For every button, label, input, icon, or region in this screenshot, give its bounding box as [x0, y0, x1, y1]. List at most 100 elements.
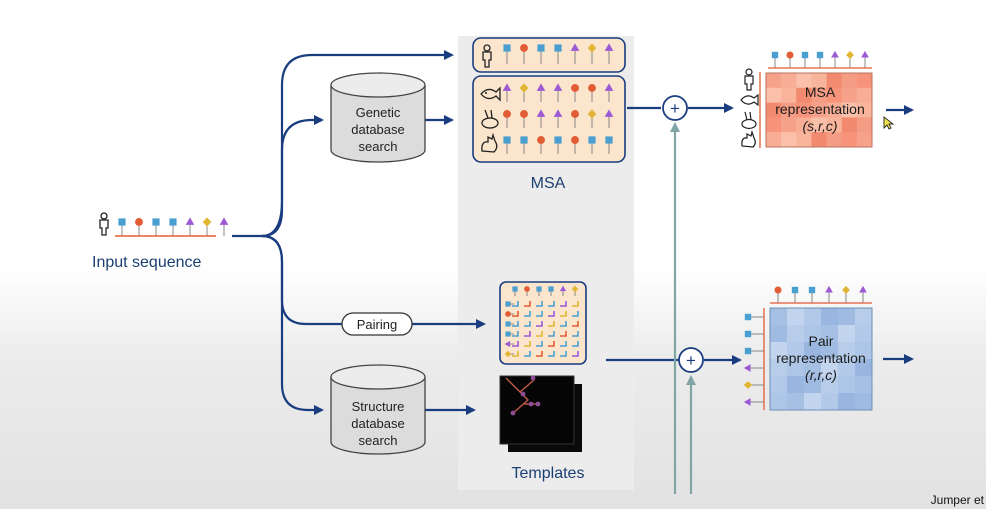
templates-label: Templates — [512, 465, 585, 482]
pair-plus-node: + — [678, 347, 704, 373]
msa-rep-label-3: (s,r,c) — [803, 118, 838, 134]
residue-square — [744, 313, 764, 321]
human-icon — [744, 68, 754, 91]
residue-circle — [520, 110, 528, 128]
rabbit-icon — [741, 111, 757, 130]
pair-rep-top-residues — [774, 285, 867, 303]
residue-diamond — [504, 350, 514, 358]
fish-icon — [480, 86, 501, 102]
residue-circle — [520, 44, 528, 64]
residue-square — [505, 321, 514, 327]
residue-square — [744, 330, 764, 338]
residue-square — [816, 51, 824, 68]
residue-triangle — [504, 340, 514, 348]
genetic-search-label-3: search — [358, 139, 397, 154]
msa-query-box — [472, 37, 626, 73]
pairing-label: Pairing — [357, 317, 397, 332]
teal-vertical-arrows — [670, 122, 696, 494]
msa-rep-label-1: MSA — [805, 84, 836, 100]
pair-representation: Pair representation (r,r,c) — [743, 285, 873, 411]
pair-rep-label-2: representation — [776, 350, 866, 366]
plus-symbol: + — [686, 351, 696, 370]
residue-circle — [503, 110, 511, 128]
msa-representation: MSA representation (s,r,c) — [740, 50, 873, 148]
residue-triangle — [743, 398, 764, 406]
pair-rep-label-1: Pair — [809, 333, 834, 349]
residue-circle — [588, 84, 596, 102]
residue-square — [505, 301, 514, 307]
residue-circle — [524, 286, 530, 296]
template-structures — [499, 375, 582, 452]
residue-diamond — [743, 381, 764, 389]
pair-grid-residues — [504, 285, 579, 358]
human-icon — [99, 212, 109, 236]
mouse-cursor-icon — [883, 116, 895, 130]
residue-square — [588, 136, 596, 154]
structure-search-label-2: database — [351, 416, 405, 431]
residue-triangle — [825, 285, 833, 303]
residue-square — [554, 44, 562, 64]
msa-alignment-residues — [502, 83, 614, 154]
residue-triangle — [502, 83, 512, 102]
residue-square — [503, 44, 511, 64]
input-sequence-residues — [118, 217, 229, 236]
residue-diamond — [519, 83, 529, 102]
rabbit-icon — [481, 109, 499, 129]
residue-square — [605, 136, 613, 154]
residue-square — [808, 286, 816, 303]
rooster-icon — [741, 129, 756, 148]
branch-arrows — [232, 50, 914, 415]
msa-plus-node: + — [662, 95, 688, 121]
pair-grid-box — [499, 281, 587, 365]
structure-search-label-1: Structure — [352, 399, 405, 414]
arrow-to-genetic-search — [261, 115, 324, 238]
residue-triangle — [559, 285, 567, 296]
residue-square — [536, 286, 542, 296]
residue-circle — [571, 110, 579, 128]
residue-triangle — [859, 285, 867, 303]
residue-square — [152, 218, 160, 236]
fish-icon — [740, 93, 759, 107]
residue-square — [801, 51, 809, 68]
citation-credit: Jumper et — [930, 493, 984, 507]
msa-rep-heatmap — [766, 73, 873, 148]
residue-square — [537, 44, 545, 64]
residue-diamond — [571, 285, 579, 296]
residue-circle — [505, 311, 514, 317]
residue-circle — [786, 51, 794, 68]
residue-circle — [135, 218, 143, 236]
database-cylinder-icon — [330, 72, 426, 163]
residue-triangle — [219, 217, 229, 236]
residue-square — [503, 136, 511, 154]
residue-square — [512, 286, 518, 296]
structure-search-label-3: search — [358, 433, 397, 448]
pair-rep-label-3: (r,r,c) — [805, 367, 837, 383]
pair-rep-left-residues — [743, 313, 764, 406]
structure-database-search: Structure database search — [330, 364, 426, 455]
genetic-search-label-2: database — [351, 122, 405, 137]
residue-triangle — [536, 83, 546, 102]
residue-triangle — [604, 83, 614, 102]
residue-triangle — [831, 50, 839, 68]
residue-triangle — [861, 50, 869, 68]
residue-triangle — [553, 83, 563, 102]
msa-label: MSA — [531, 175, 566, 192]
residue-triangle — [185, 217, 195, 236]
arrow-to-pairing — [261, 234, 342, 326]
genetic-search-label-1: Genetic — [356, 105, 401, 120]
residue-square — [744, 347, 764, 355]
residue-triangle — [743, 364, 764, 372]
residue-square — [169, 218, 177, 236]
residue-square — [548, 286, 554, 296]
genetic-database-search: Genetic database search — [330, 72, 426, 163]
residue-diamond — [846, 50, 854, 68]
input-sequence-label: Input sequence — [92, 254, 202, 271]
residue-square — [505, 331, 514, 337]
residue-square — [520, 136, 528, 154]
residue-circle — [774, 286, 782, 303]
residue-square — [554, 136, 562, 154]
database-cylinder-icon — [330, 364, 426, 455]
msa-rep-top-residues — [771, 50, 869, 68]
